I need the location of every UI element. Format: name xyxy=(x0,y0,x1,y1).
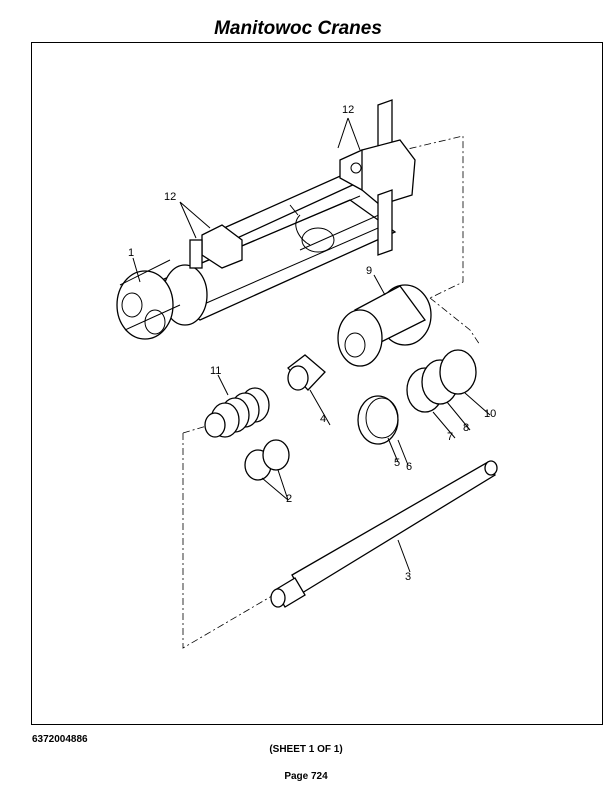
gland xyxy=(337,284,432,367)
diagram-frame xyxy=(31,42,603,725)
callout-12-left: 12 xyxy=(164,191,176,203)
callout-9: 9 xyxy=(366,265,372,277)
piston-rod xyxy=(270,460,498,608)
page-number: Page 724 xyxy=(284,771,328,782)
callout-6: 6 xyxy=(406,461,412,473)
spacer xyxy=(287,354,326,391)
callout-8: 8 xyxy=(463,422,469,434)
rod-seals xyxy=(357,395,399,445)
mounting-block-front xyxy=(189,224,243,269)
part-number: 6372004886 xyxy=(32,734,88,745)
sheet-label: (SHEET 1 OF 1) xyxy=(269,744,343,755)
callout-3: 3 xyxy=(405,571,411,583)
o-rings xyxy=(406,349,477,413)
callout-1: 1 xyxy=(128,247,134,259)
assembly-centerline xyxy=(182,135,481,649)
exploded-cylinder-diagram: 12 12 1 9 11 4 5 6 7 8 10 2 3 xyxy=(116,99,498,649)
piston xyxy=(204,387,270,438)
rear-tang xyxy=(361,99,416,256)
leader-lines xyxy=(132,117,491,573)
callout-12-top: 12 xyxy=(342,104,354,116)
page-title: Manitowoc Cranes xyxy=(214,18,382,39)
cylinder-barrel xyxy=(116,195,397,340)
callout-2: 2 xyxy=(286,493,292,505)
callout-7: 7 xyxy=(447,431,453,443)
callout-10: 10 xyxy=(484,408,496,420)
callout-4: 4 xyxy=(320,413,326,425)
wear-rings xyxy=(244,439,290,481)
callout-11: 11 xyxy=(210,365,221,377)
callout-5: 5 xyxy=(394,457,400,469)
